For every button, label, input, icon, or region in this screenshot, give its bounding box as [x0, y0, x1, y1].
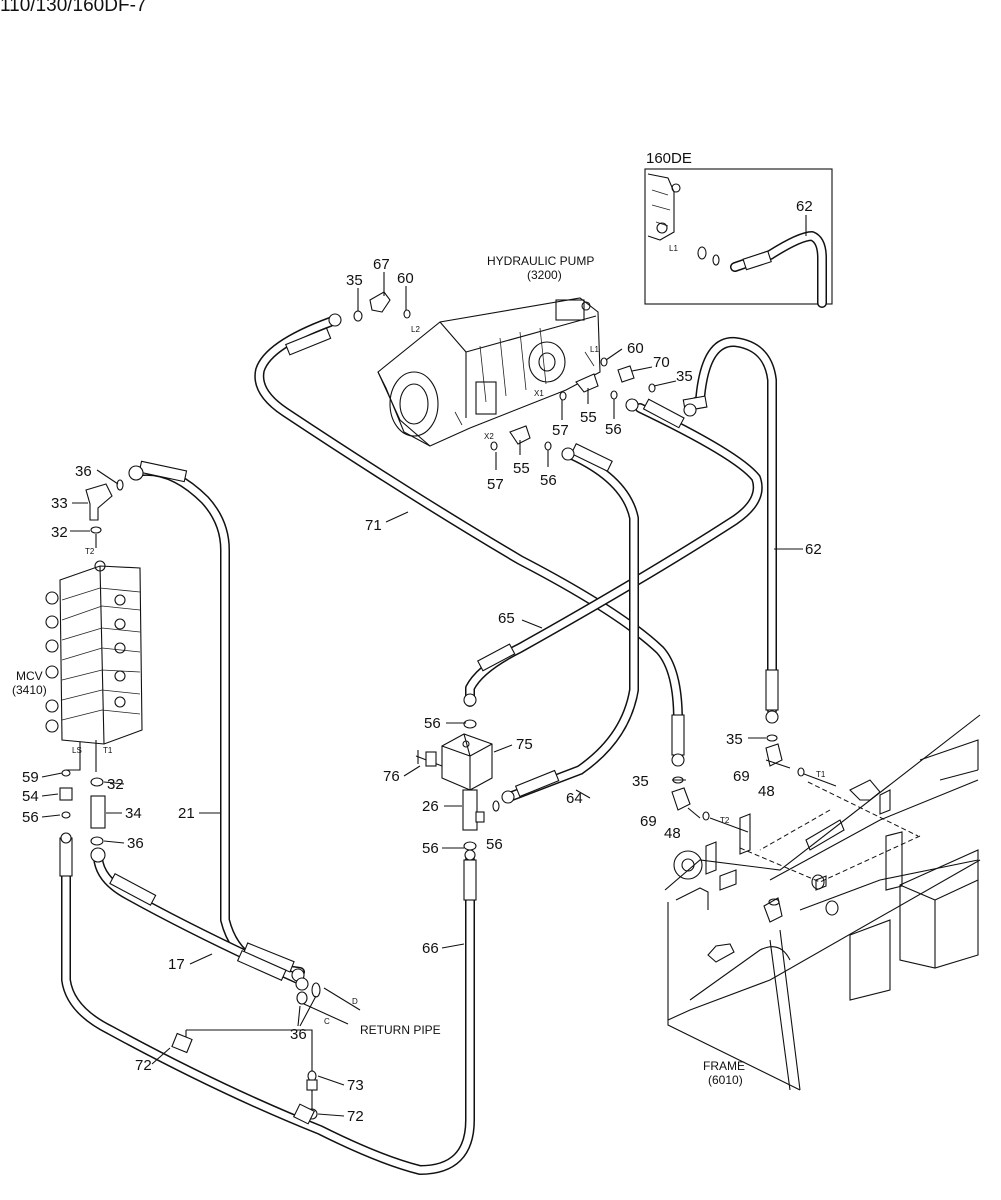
hose-21 [130, 465, 305, 977]
mcv-fittings [59, 479, 124, 846]
hose-sleeves [59, 327, 779, 981]
mcv-name: MCV [16, 669, 43, 683]
callout-72-a: 72 [135, 1057, 152, 1074]
port-x2: X2 [484, 432, 494, 441]
mcv-port-t2: T2 [85, 547, 95, 556]
callout-64: 64 [566, 790, 583, 807]
port-l2: L2 [411, 325, 420, 334]
pump-fittings [353, 291, 656, 451]
frame-name: FRAME [703, 1059, 745, 1073]
callout-21: 21 [178, 805, 195, 822]
callout-56-b: 56 [540, 472, 557, 489]
callout-59: 59 [22, 769, 39, 786]
inset-oring-2 [712, 254, 720, 266]
callout-56-d: 56 [22, 809, 39, 826]
callout-75: 75 [516, 736, 533, 753]
callout-48-b: 48 [664, 825, 681, 842]
callout-48-a: 48 [758, 783, 775, 800]
inset-label: 160DE [646, 150, 692, 167]
callout-32-a: 32 [51, 524, 68, 541]
mcv-code: (3410) [12, 683, 47, 697]
callout-55-b: 55 [513, 460, 530, 477]
callout-72-b: 72 [347, 1108, 364, 1125]
frame-fittings [671, 734, 837, 833]
inset-callout-62: 62 [796, 198, 813, 215]
callout-69-a: 69 [733, 768, 750, 785]
callout-60-a: 60 [397, 270, 414, 287]
frame-code: (6010) [708, 1073, 743, 1087]
port-t1: T1 [816, 770, 826, 779]
hydraulic-pump [377, 297, 601, 447]
callout-32-b: 32 [107, 776, 124, 793]
inset-port-l1: L1 [669, 244, 678, 253]
return-pipe-label: RETURN PIPE [360, 1023, 441, 1037]
port-t2: T2 [720, 816, 730, 825]
callout-36-b: 36 [127, 835, 144, 852]
callout-17: 17 [168, 956, 185, 973]
mcv-valve [45, 560, 143, 745]
mcv-port-t1: T1 [103, 746, 113, 755]
frame-structure [664, 714, 981, 1091]
pump-code: (3200) [527, 268, 562, 282]
callout-36-c: 36 [290, 1026, 307, 1043]
callout-55-a: 55 [580, 409, 597, 426]
callout-69-b: 69 [640, 813, 657, 830]
callout-62: 62 [805, 541, 822, 558]
callout-65: 65 [498, 610, 515, 627]
inset-oring [697, 246, 707, 260]
callout-71: 71 [365, 517, 382, 534]
callout-56-f: 56 [422, 840, 439, 857]
callout-35-a: 35 [346, 272, 363, 289]
callout-57-b: 57 [487, 476, 504, 493]
port-d: D [352, 997, 358, 1006]
inset-pump-part [647, 173, 681, 241]
callout-33: 33 [51, 495, 68, 512]
callout-54: 54 [22, 788, 39, 805]
callout-26: 26 [422, 798, 439, 815]
callout-57-a: 57 [552, 422, 569, 439]
port-c: C [324, 1017, 330, 1026]
inset-frame [644, 168, 833, 305]
callout-56-c: 56 [424, 715, 441, 732]
port-x1: X1 [534, 389, 544, 398]
page-title: 110/130/160DF-7 [0, 0, 146, 16]
pump-name: HYDRAULIC PUMP [487, 254, 594, 268]
callout-73: 73 [347, 1077, 364, 1094]
callout-67: 67 [373, 256, 390, 273]
mcv-port-ls: LS [72, 746, 82, 755]
callout-36-a: 36 [75, 463, 92, 480]
callout-34: 34 [125, 805, 142, 822]
callout-56-e: 56 [486, 836, 503, 853]
return-pipe-area [171, 982, 361, 1125]
inset-160de: 160DE L1 62 [644, 150, 833, 308]
bracket-assembly [415, 719, 500, 851]
port-l1: L1 [590, 345, 599, 354]
callout-60-b: 60 [627, 340, 644, 357]
callout-56-a: 56 [605, 421, 622, 438]
callout-70: 70 [653, 354, 670, 371]
callout-35-b: 35 [676, 368, 693, 385]
callout-35-c: 35 [726, 731, 743, 748]
callout-76: 76 [383, 768, 400, 785]
callout-66: 66 [422, 940, 439, 957]
hose-end-fittings [60, 313, 779, 991]
callout-35-d: 35 [632, 773, 649, 790]
inset-hose-sleeve [742, 250, 772, 271]
